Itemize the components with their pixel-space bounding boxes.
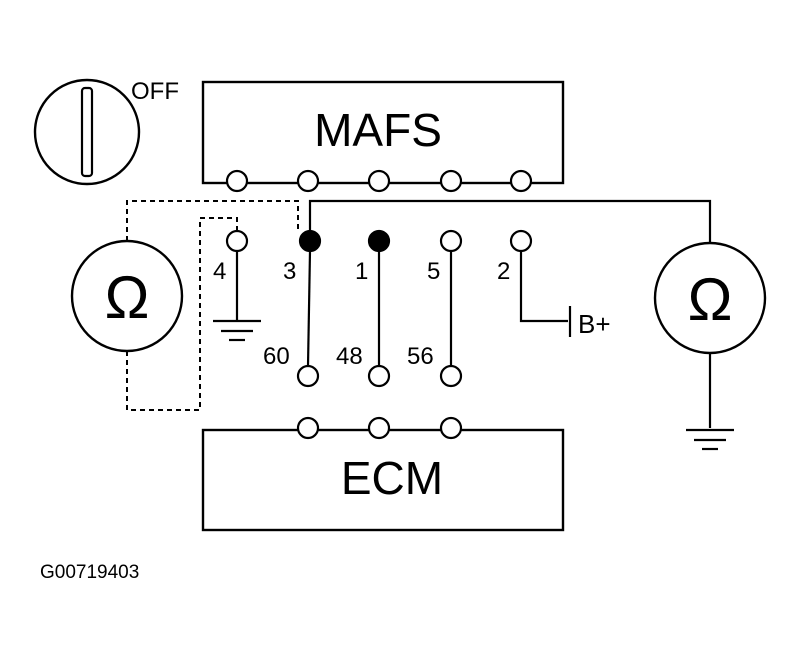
- left-ohm-symbol: Ω: [105, 264, 150, 331]
- mafs-connector-pins: [225, 169, 533, 193]
- mafs-box: [201, 80, 565, 185]
- harness-wires: [306, 250, 453, 367]
- right-ohm-symbol: Ω: [688, 266, 733, 333]
- left-meter-dashed-lead-lower: [126, 217, 238, 411]
- ground-symbol-right: [686, 428, 734, 451]
- pin-label-1: 1: [355, 258, 368, 285]
- mafs-label: MAFS: [314, 104, 442, 156]
- harness-lower-pins: [296, 364, 463, 388]
- pin3-right-meter-wire: [308, 199, 712, 243]
- harness-upper-pins: [225, 229, 533, 253]
- ecm-connector-pins: [296, 416, 463, 440]
- battery-label: B+: [578, 309, 611, 339]
- ground-symbol-left: [213, 319, 261, 342]
- pin-label-4: 4: [213, 258, 226, 285]
- pin-label-48: 48: [336, 343, 363, 370]
- ecm-label: ECM: [341, 452, 443, 504]
- pin-label-56: 56: [407, 343, 434, 370]
- pin-label-5: 5: [427, 258, 440, 285]
- pin-label-2: 2: [497, 258, 510, 285]
- left-meter-dashed-lead-upper: [126, 200, 299, 241]
- pin2-battery-wire: [519, 251, 572, 337]
- ignition-switch: [33, 78, 141, 186]
- switch-state-label: OFF: [131, 78, 179, 105]
- pin-label-60: 60: [263, 343, 290, 370]
- pin-label-3: 3: [283, 258, 296, 285]
- figure-id: G00719403: [40, 562, 139, 583]
